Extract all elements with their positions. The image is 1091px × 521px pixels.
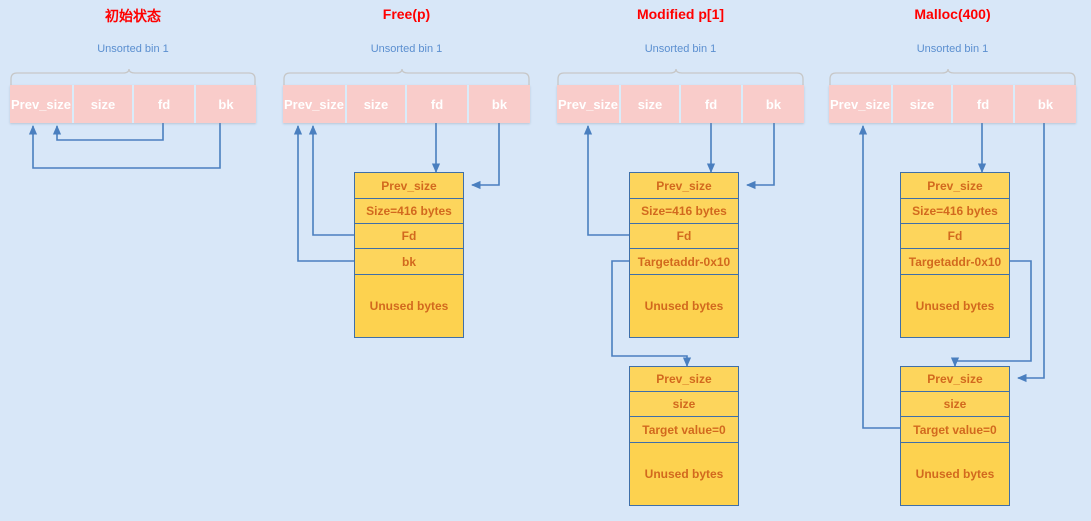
arrow-c3-chunk-fd <box>583 125 629 236</box>
column-title-1: 初始状态 <box>105 8 161 24</box>
bin-cell-prev-size[interactable]: Prev_size <box>557 85 621 123</box>
bin-cell-size[interactable]: size <box>74 85 134 123</box>
chunk-row-prev-size: Prev_size <box>630 173 738 199</box>
chunk-row-bk: bk <box>355 249 463 275</box>
unsorted-bin-table-2: Prev_size size fd bk <box>283 85 530 123</box>
chunk-row-size: size <box>901 392 1009 417</box>
chunk-row-unused-bytes: Unused bytes <box>630 275 738 337</box>
chunk-target-chunk: Prev_size size Target value=0 Unused byt… <box>629 366 739 506</box>
chunk-row-unused-bytes: Unused bytes <box>901 443 1009 505</box>
brace-3 <box>557 68 804 88</box>
brace-1 <box>10 68 256 88</box>
chunk-row-size: Size=416 bytes <box>355 199 463 224</box>
chunk-row-unused-bytes: Unused bytes <box>630 443 738 505</box>
chunk-target-chunk: Prev_size size Target value=0 Unused byt… <box>900 366 1010 506</box>
chunk-row-targetaddr: Targetaddr-0x10 <box>901 249 1009 275</box>
bin-cell-prev-size[interactable]: Prev_size <box>829 85 893 123</box>
chunk-row-prev-size: Prev_size <box>901 367 1009 392</box>
chunk-row-targetaddr: Targetaddr-0x10 <box>630 249 738 275</box>
bin-cell-bk[interactable]: bk <box>196 85 256 123</box>
arrow-c1-fd <box>52 122 164 141</box>
chunk-row-size: Size=416 bytes <box>901 199 1009 224</box>
bin-cell-size[interactable]: size <box>347 85 407 123</box>
arrow-c1-bk <box>28 122 221 169</box>
chunk-malloc-chunk: Prev_size Size=416 bytes Fd Targetaddr-0… <box>900 172 1010 338</box>
chunk-row-size: Size=416 bytes <box>630 199 738 224</box>
bin-cell-bk[interactable]: bk <box>1015 85 1076 123</box>
bin-cell-prev-size[interactable]: Prev_size <box>10 85 74 123</box>
bin-cell-size[interactable]: size <box>621 85 681 123</box>
chunk-row-size: size <box>630 392 738 417</box>
column-title-4: Malloc(400) <box>914 6 991 22</box>
bin-cell-fd[interactable]: fd <box>134 85 196 123</box>
bin-label-4: Unsorted bin 1 <box>916 43 989 55</box>
bin-label-3: Unsorted bin 1 <box>644 43 717 55</box>
chunk-modified-chunk: Prev_size Size=416 bytes Fd Targetaddr-0… <box>629 172 739 338</box>
bin-cell-bk[interactable]: bk <box>469 85 530 123</box>
column-title-2: Free(p) <box>382 6 431 22</box>
arrow-c3-bk <box>746 122 775 190</box>
chunk-row-fd: Fd <box>355 224 463 249</box>
chunk-row-fd: Fd <box>630 224 738 249</box>
bin-cell-prev-size[interactable]: Prev_size <box>283 85 347 123</box>
column-title-3: Modified p[1] <box>636 6 725 22</box>
unsorted-bin-table-4: Prev_size size fd bk <box>829 85 1076 123</box>
arrow-c4-targetvalue <box>858 125 900 429</box>
chunk-row-prev-size: Prev_size <box>630 367 738 392</box>
bin-label-2: Unsorted bin 1 <box>370 43 443 55</box>
chunk-row-fd: Fd <box>901 224 1009 249</box>
chunk-row-target-value: Target value=0 <box>901 417 1009 443</box>
chunk-row-prev-size: Prev_size <box>355 173 463 199</box>
bin-cell-fd[interactable]: fd <box>953 85 1015 123</box>
chunk-freed-chunk: Prev_size Size=416 bytes Fd bk Unused by… <box>354 172 464 338</box>
chunk-row-prev-size: Prev_size <box>901 173 1009 199</box>
chunk-row-target-value: Target value=0 <box>630 417 738 443</box>
arrow-c2-chunk-bk <box>293 125 354 262</box>
unsorted-bin-table-1: Prev_size size fd bk <box>10 85 256 123</box>
bin-cell-fd[interactable]: fd <box>407 85 469 123</box>
brace-2 <box>283 68 530 88</box>
bin-label-1: Unsorted bin 1 <box>97 43 169 55</box>
unsorted-bin-table-3: Prev_size size fd bk <box>557 85 804 123</box>
arrow-c4-bk <box>1017 122 1045 383</box>
bin-cell-bk[interactable]: bk <box>743 85 804 123</box>
chunk-row-unused-bytes: Unused bytes <box>901 275 1009 337</box>
brace-4 <box>829 68 1076 88</box>
chunk-row-unused-bytes: Unused bytes <box>355 275 463 337</box>
arrow-c2-bk <box>471 122 500 190</box>
bin-cell-size[interactable]: size <box>893 85 953 123</box>
arrow-c2-chunk-fd <box>308 125 354 236</box>
bin-cell-fd[interactable]: fd <box>681 85 743 123</box>
